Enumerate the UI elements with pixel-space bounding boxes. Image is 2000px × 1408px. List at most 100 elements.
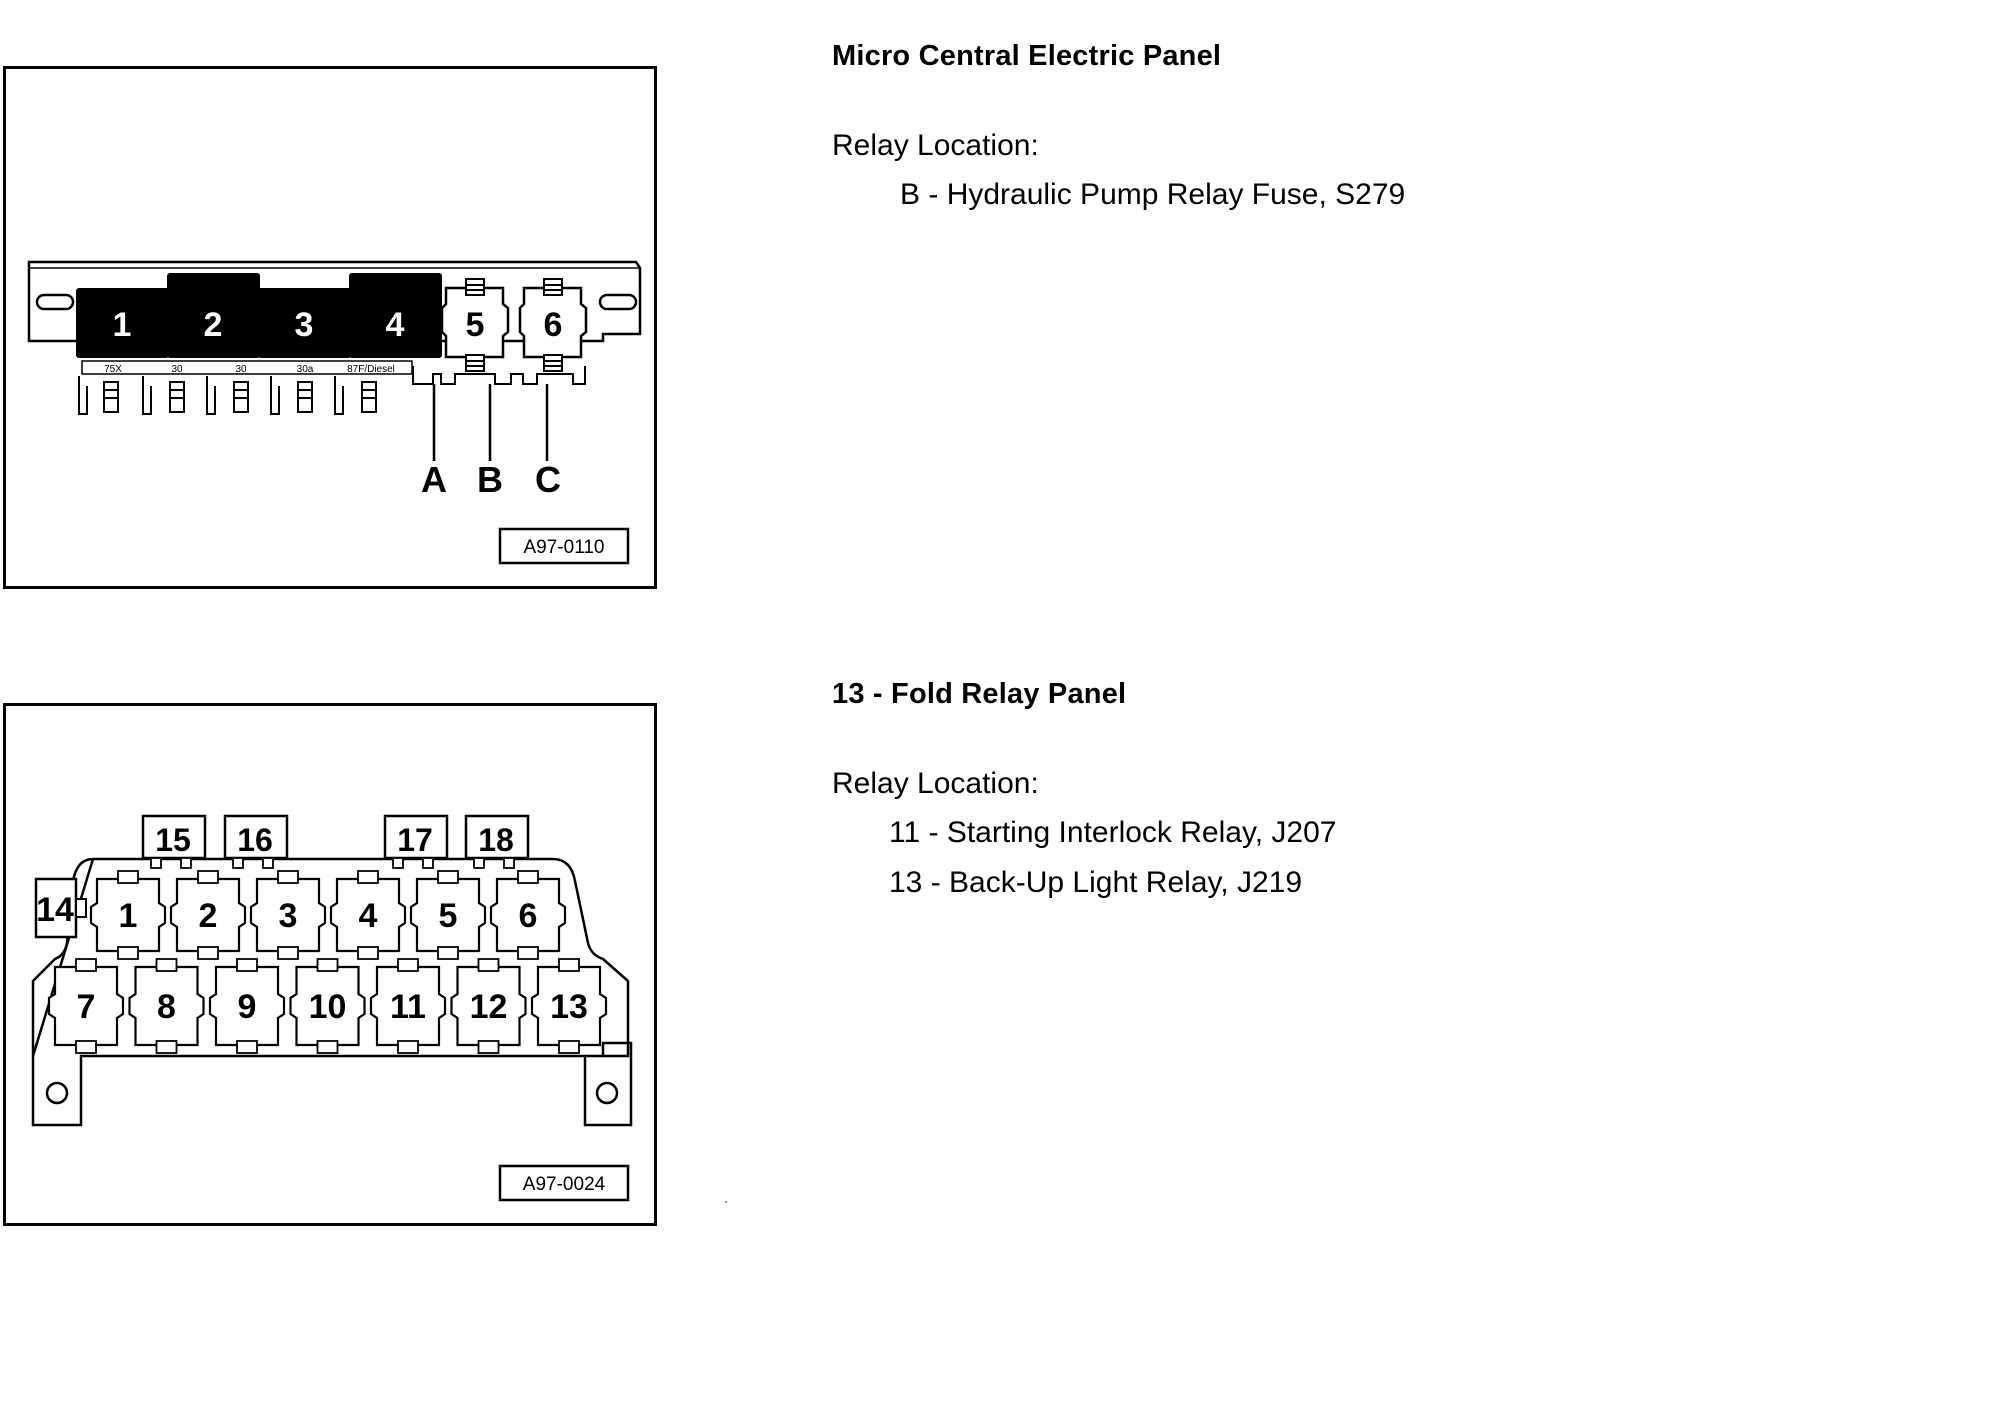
micro-central-panel-drawing: 1 2 3 4 75X 30 30 30a 87F/Diesel 5 6 [3, 66, 657, 589]
mounting-hole-left [45, 1081, 69, 1105]
relay-number-8: 8 [157, 988, 176, 1026]
section-title: Micro Central Electric Panel [832, 40, 1222, 72]
relay-socket-tab [437, 946, 459, 960]
relay-number-3: 3 [279, 897, 298, 935]
relay-socket-tab [397, 958, 419, 972]
relay-number-4: 4 [359, 897, 378, 935]
callout-a: A [421, 459, 447, 500]
relay-socket-17 [383, 814, 449, 860]
figure-id-box [498, 1164, 630, 1202]
relay-location-item: B - Hydraulic Pump Relay Fuse, S279 [900, 178, 1405, 212]
relay-number-11: 11 [390, 988, 426, 1026]
relay-socket-tab [155, 1040, 178, 1054]
relay-number-2: 2 [204, 306, 223, 344]
relay-socket-10: 10 [289, 958, 366, 1054]
relay-socket-outline [450, 965, 527, 1047]
relay-socket-tab [75, 958, 97, 972]
relay-socket-outline [47, 965, 125, 1047]
terminal-label-30-a: 30 [171, 364, 183, 375]
section-title: 13 - Fold Relay Panel [832, 678, 1127, 710]
relay-socket-5: 5 [409, 870, 487, 960]
relay-socket-8: 8 [128, 958, 205, 1054]
relay-socket-tab [357, 946, 379, 960]
relay-connector-pins [78, 376, 377, 415]
relay-number-3: 3 [295, 306, 314, 344]
relay-socket-1: 1 [89, 870, 167, 960]
relay-socket-outline [329, 877, 407, 953]
item-code: 13 [889, 866, 923, 899]
relay-socket-tab [197, 946, 219, 960]
terminal-label-87f-diesel: 87F/Diesel [347, 364, 395, 375]
item-code: 11 [889, 816, 921, 849]
relay-socket-outline [530, 965, 608, 1047]
relay-socket-4: 4 [329, 870, 407, 960]
relay-socket-14 [34, 877, 78, 939]
figure-id: A97-0110 [524, 537, 605, 558]
relay-socket-12: 12 [450, 958, 527, 1054]
relay-socket-outline [409, 877, 487, 953]
item-separator: - [922, 866, 950, 899]
relay-socket-tab [277, 870, 299, 884]
relay-socket-tab [558, 1040, 580, 1054]
item-separator: - [920, 178, 947, 211]
relay-socket-tab [316, 958, 339, 972]
relay-number-1: 1 [119, 897, 138, 935]
relay-socket-tab [477, 1040, 500, 1054]
fuse-holder-5 [440, 286, 510, 359]
mounting-slot-right [598, 293, 638, 311]
item-text: Back-Up Light Relay, J219 [949, 866, 1303, 899]
relay-number-6: 6 [519, 897, 538, 935]
mounting-hole-right [595, 1081, 619, 1105]
socket-14-clip [75, 898, 87, 918]
relay-number-7: 7 [77, 988, 96, 1026]
relay-location-item: 13 - Back-Up Light Relay, J219 [889, 866, 1302, 900]
relay-socket-tab [75, 1040, 97, 1054]
fuse-holder-6 [518, 286, 588, 359]
relay-socket-7: 7 [47, 958, 125, 1054]
fuse-number-5: 5 [466, 306, 485, 344]
relay-number-12: 12 [470, 988, 508, 1026]
item-separator: - [920, 816, 947, 849]
figure-id: A97-0024 [523, 1174, 606, 1195]
relay-number-13: 13 [550, 988, 588, 1026]
relay-socket-tab [117, 870, 139, 884]
relay-number-14: 14 [36, 891, 74, 929]
relay-position-3 [258, 288, 351, 358]
relay-socket-outline [89, 877, 167, 953]
relay-socket-outline [249, 877, 327, 953]
relay-socket-tab [397, 1040, 419, 1054]
relay-number-2: 2 [199, 897, 218, 935]
stray-dot [725, 1201, 727, 1203]
relay-socket-tab [117, 946, 139, 960]
small-socket-tabs [150, 857, 515, 869]
relay-socket-outline [128, 965, 205, 1047]
relay-socket-2: 2 [169, 870, 247, 960]
relay-number-17: 17 [397, 822, 433, 858]
relay-position-1 [76, 288, 169, 358]
relay-socket-18 [464, 814, 530, 860]
relay-socket-tab [236, 1040, 258, 1054]
relay-socket-15 [141, 814, 207, 860]
relay-socket-outline [169, 877, 247, 953]
fuse-number-6: 6 [544, 306, 563, 344]
relay-number-10: 10 [309, 988, 347, 1026]
relay-position-2 [167, 273, 260, 358]
relay-location-item: 11 - Starting Interlock Relay, J207 [889, 816, 1336, 850]
relay-socket-6: 6 [489, 870, 567, 960]
item-code: B [900, 178, 921, 211]
figure-id-box [498, 527, 630, 565]
relay-number-16: 16 [237, 822, 273, 858]
relay-number-18: 18 [478, 822, 514, 858]
relay-socket-tab [155, 958, 178, 972]
relay-number-9: 9 [238, 988, 257, 1026]
callout-c: C [535, 459, 561, 500]
relay-socket-outline [489, 877, 567, 953]
relay-socket-13: 13 [530, 958, 608, 1054]
item-text: Hydraulic Pump Relay Fuse, S279 [946, 178, 1406, 211]
relay-socket-tab [517, 870, 539, 884]
terminal-label-30a: 30a [297, 364, 314, 375]
relay-socket-outline [369, 965, 447, 1047]
